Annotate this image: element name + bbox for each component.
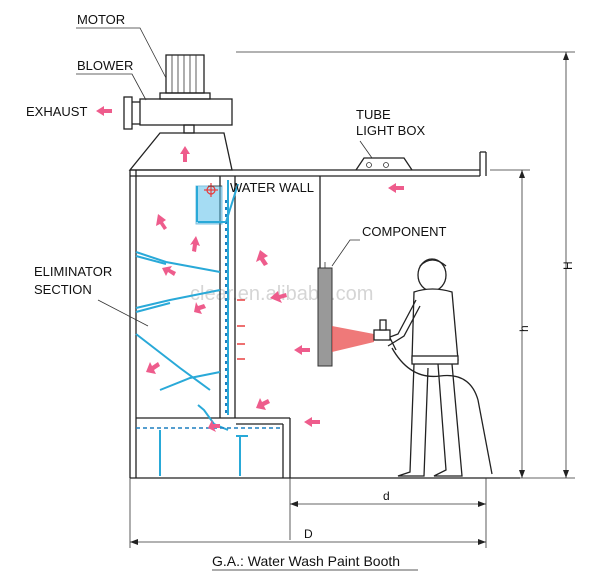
watermark: clear.en.alibaba.com — [190, 283, 373, 305]
label-motor: MOTOR — [77, 12, 125, 27]
blower — [139, 98, 233, 134]
label-component: COMPONENT — [362, 224, 447, 239]
dim-label-H: H — [561, 261, 575, 270]
exhaust-duct — [123, 96, 140, 130]
label-tube: TUBE — [356, 107, 391, 122]
label-eliminator: ELIMINATOR — [34, 264, 112, 279]
label-exhaust: EXHAUST — [26, 104, 87, 119]
air-flow-arrows — [96, 106, 404, 432]
dim-label-d: d — [383, 489, 390, 503]
booth-structure — [129, 151, 520, 479]
exhaust-hood — [128, 132, 233, 171]
motor — [159, 54, 211, 100]
dim-label-D: D — [304, 527, 313, 541]
label-water-wall: WATER WALL — [230, 180, 314, 195]
spray-cone — [332, 326, 374, 352]
eliminator-baffles — [135, 251, 283, 476]
component-workpiece — [317, 262, 333, 367]
operator-figure — [373, 258, 493, 477]
dim-label-h: h — [517, 325, 531, 332]
water-wall — [195, 180, 245, 415]
label-blower: BLOWER — [77, 58, 133, 73]
leader-lines — [76, 27, 373, 327]
caption: G.A.: Water Wash Paint Booth — [212, 553, 400, 569]
tube-light-box — [355, 157, 413, 171]
label-section: SECTION — [34, 282, 92, 297]
label-light-box: LIGHT BOX — [356, 123, 425, 138]
dimension-lines — [129, 51, 575, 548]
